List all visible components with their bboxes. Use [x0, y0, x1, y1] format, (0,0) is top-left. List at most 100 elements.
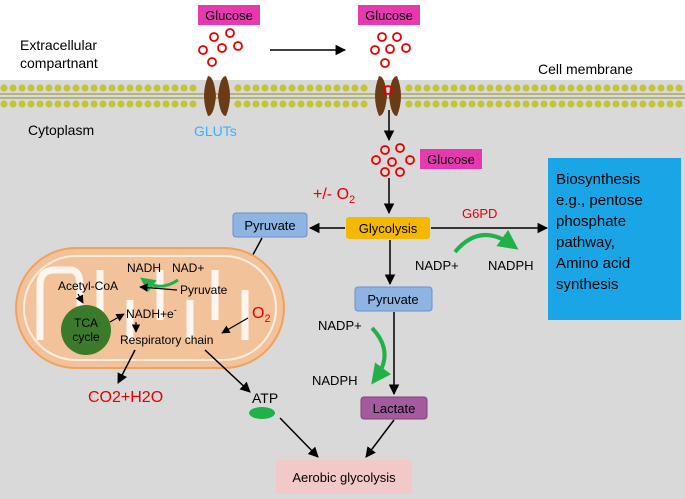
mito-nad-green-arrow	[140, 277, 179, 293]
membrane-bead	[288, 84, 296, 92]
membrane-bead	[90, 100, 98, 108]
membrane-bead	[333, 84, 341, 92]
pyruvate-box-mid	[354, 286, 433, 312]
membrane-bead	[54, 84, 62, 92]
membrane-bead	[27, 84, 35, 92]
membrane-bead	[234, 100, 242, 108]
membrane-bead	[540, 84, 548, 92]
membrane-bead	[450, 100, 458, 108]
glut-transporter-left	[204, 76, 230, 116]
membrane-bead	[144, 100, 152, 108]
membrane-bead	[576, 84, 584, 92]
membrane-bead	[405, 84, 413, 92]
membrane-bead	[414, 84, 422, 92]
membrane-bead	[324, 100, 332, 108]
membrane-bead	[360, 100, 368, 108]
membrane-bead	[360, 84, 368, 92]
membrane-bead	[504, 84, 512, 92]
glucose-label-right: Glucose	[365, 8, 413, 23]
membrane-bead	[36, 84, 44, 92]
membrane-bead	[468, 100, 476, 108]
membrane-bead	[297, 84, 305, 92]
membrane-bead	[135, 100, 143, 108]
lactate-box	[360, 396, 428, 420]
membrane-bead	[477, 84, 485, 92]
membrane-bead	[126, 84, 134, 92]
gluts-label: GLUTs	[194, 123, 237, 139]
glycolysis-label: Glycolysis	[359, 221, 418, 236]
membrane-bead	[612, 84, 620, 92]
membrane-bead	[171, 100, 179, 108]
membrane-bead	[306, 100, 314, 108]
membrane-bead	[567, 84, 575, 92]
membrane-bead	[666, 100, 674, 108]
membrane-bead	[333, 100, 341, 108]
glut-transporter-right	[375, 76, 401, 116]
membrane-bead	[594, 100, 602, 108]
membrane-bead	[495, 84, 503, 92]
membrane-bead	[63, 84, 71, 92]
membrane-bead	[252, 100, 260, 108]
membrane-bead	[576, 100, 584, 108]
membrane-bead	[81, 84, 89, 92]
arrow-o2-to-resp-chain	[221, 317, 249, 334]
membrane-bead	[558, 100, 566, 108]
glucose-molecules-inside	[371, 143, 415, 177]
membrane-bead	[432, 100, 440, 108]
cell-membrane-label: Cell membrane	[538, 61, 633, 77]
arrow-acetylcoa-to-tca	[75, 293, 84, 304]
membrane-bead	[423, 100, 431, 108]
mito-resp-chain-label: Respiratory chain	[120, 333, 213, 347]
arrow-resp-chain-to-co2	[117, 349, 136, 384]
membrane-bead	[99, 100, 107, 108]
membrane-bead	[594, 84, 602, 92]
arrow-lactate-to-aerobic	[365, 419, 395, 458]
arrow-atp-to-aerobic	[279, 417, 319, 458]
membrane-bead	[279, 84, 287, 92]
membrane-bead	[414, 100, 422, 108]
membrane-bead	[90, 84, 98, 92]
biosynthesis-line: synthesis	[556, 276, 619, 293]
oxygen-plusminus-label: +/- O2	[313, 186, 355, 206]
membrane-bead	[0, 84, 8, 92]
membrane-bead	[549, 84, 557, 92]
membrane-bead	[675, 84, 683, 92]
biosynthesis-box	[548, 158, 681, 320]
extracellular-label-line1: Extracellular	[20, 37, 97, 53]
membrane-bead	[252, 84, 260, 92]
membrane-bead	[405, 100, 413, 108]
membrane-bead	[18, 100, 26, 108]
nadp-to-nadph-green-arrow-mid	[370, 326, 392, 385]
membrane-bead	[117, 100, 125, 108]
membrane-bead	[585, 100, 593, 108]
membrane-bead	[531, 84, 539, 92]
membrane-bead	[189, 100, 197, 108]
membrane-bead	[540, 100, 548, 108]
membrane-bead	[162, 100, 170, 108]
cytoplasm-label: Cytoplasm	[28, 122, 94, 138]
membrane-bead	[621, 84, 629, 92]
biosynthesis-line: pathway,	[556, 234, 615, 251]
mito-nadh-label: NADH	[127, 261, 161, 275]
nadp-to-nadph-green-arrow-top	[453, 229, 519, 254]
membrane-bead	[99, 84, 107, 92]
membrane-bead	[621, 100, 629, 108]
membrane-bead	[486, 84, 494, 92]
membrane-bead	[117, 84, 125, 92]
membrane-bead	[522, 84, 530, 92]
mito-o2-label: O2	[252, 305, 271, 325]
nadp-label-mid: NADP+	[318, 318, 362, 333]
glucose-box-left	[198, 5, 260, 25]
membrane-bead	[9, 100, 17, 108]
membrane-bead	[153, 84, 161, 92]
glucose-label-inside: Glucose	[427, 152, 475, 167]
atp-label: ATP	[252, 390, 278, 406]
membrane-bead	[675, 100, 683, 108]
membrane-bead	[180, 84, 188, 92]
membrane-bead	[639, 84, 647, 92]
membrane-bead	[171, 84, 179, 92]
mito-nadplus-label: NAD+	[172, 261, 204, 275]
membrane-bead	[432, 84, 440, 92]
nadp-label-top: NADP+	[415, 258, 459, 273]
membrane-bead	[342, 84, 350, 92]
